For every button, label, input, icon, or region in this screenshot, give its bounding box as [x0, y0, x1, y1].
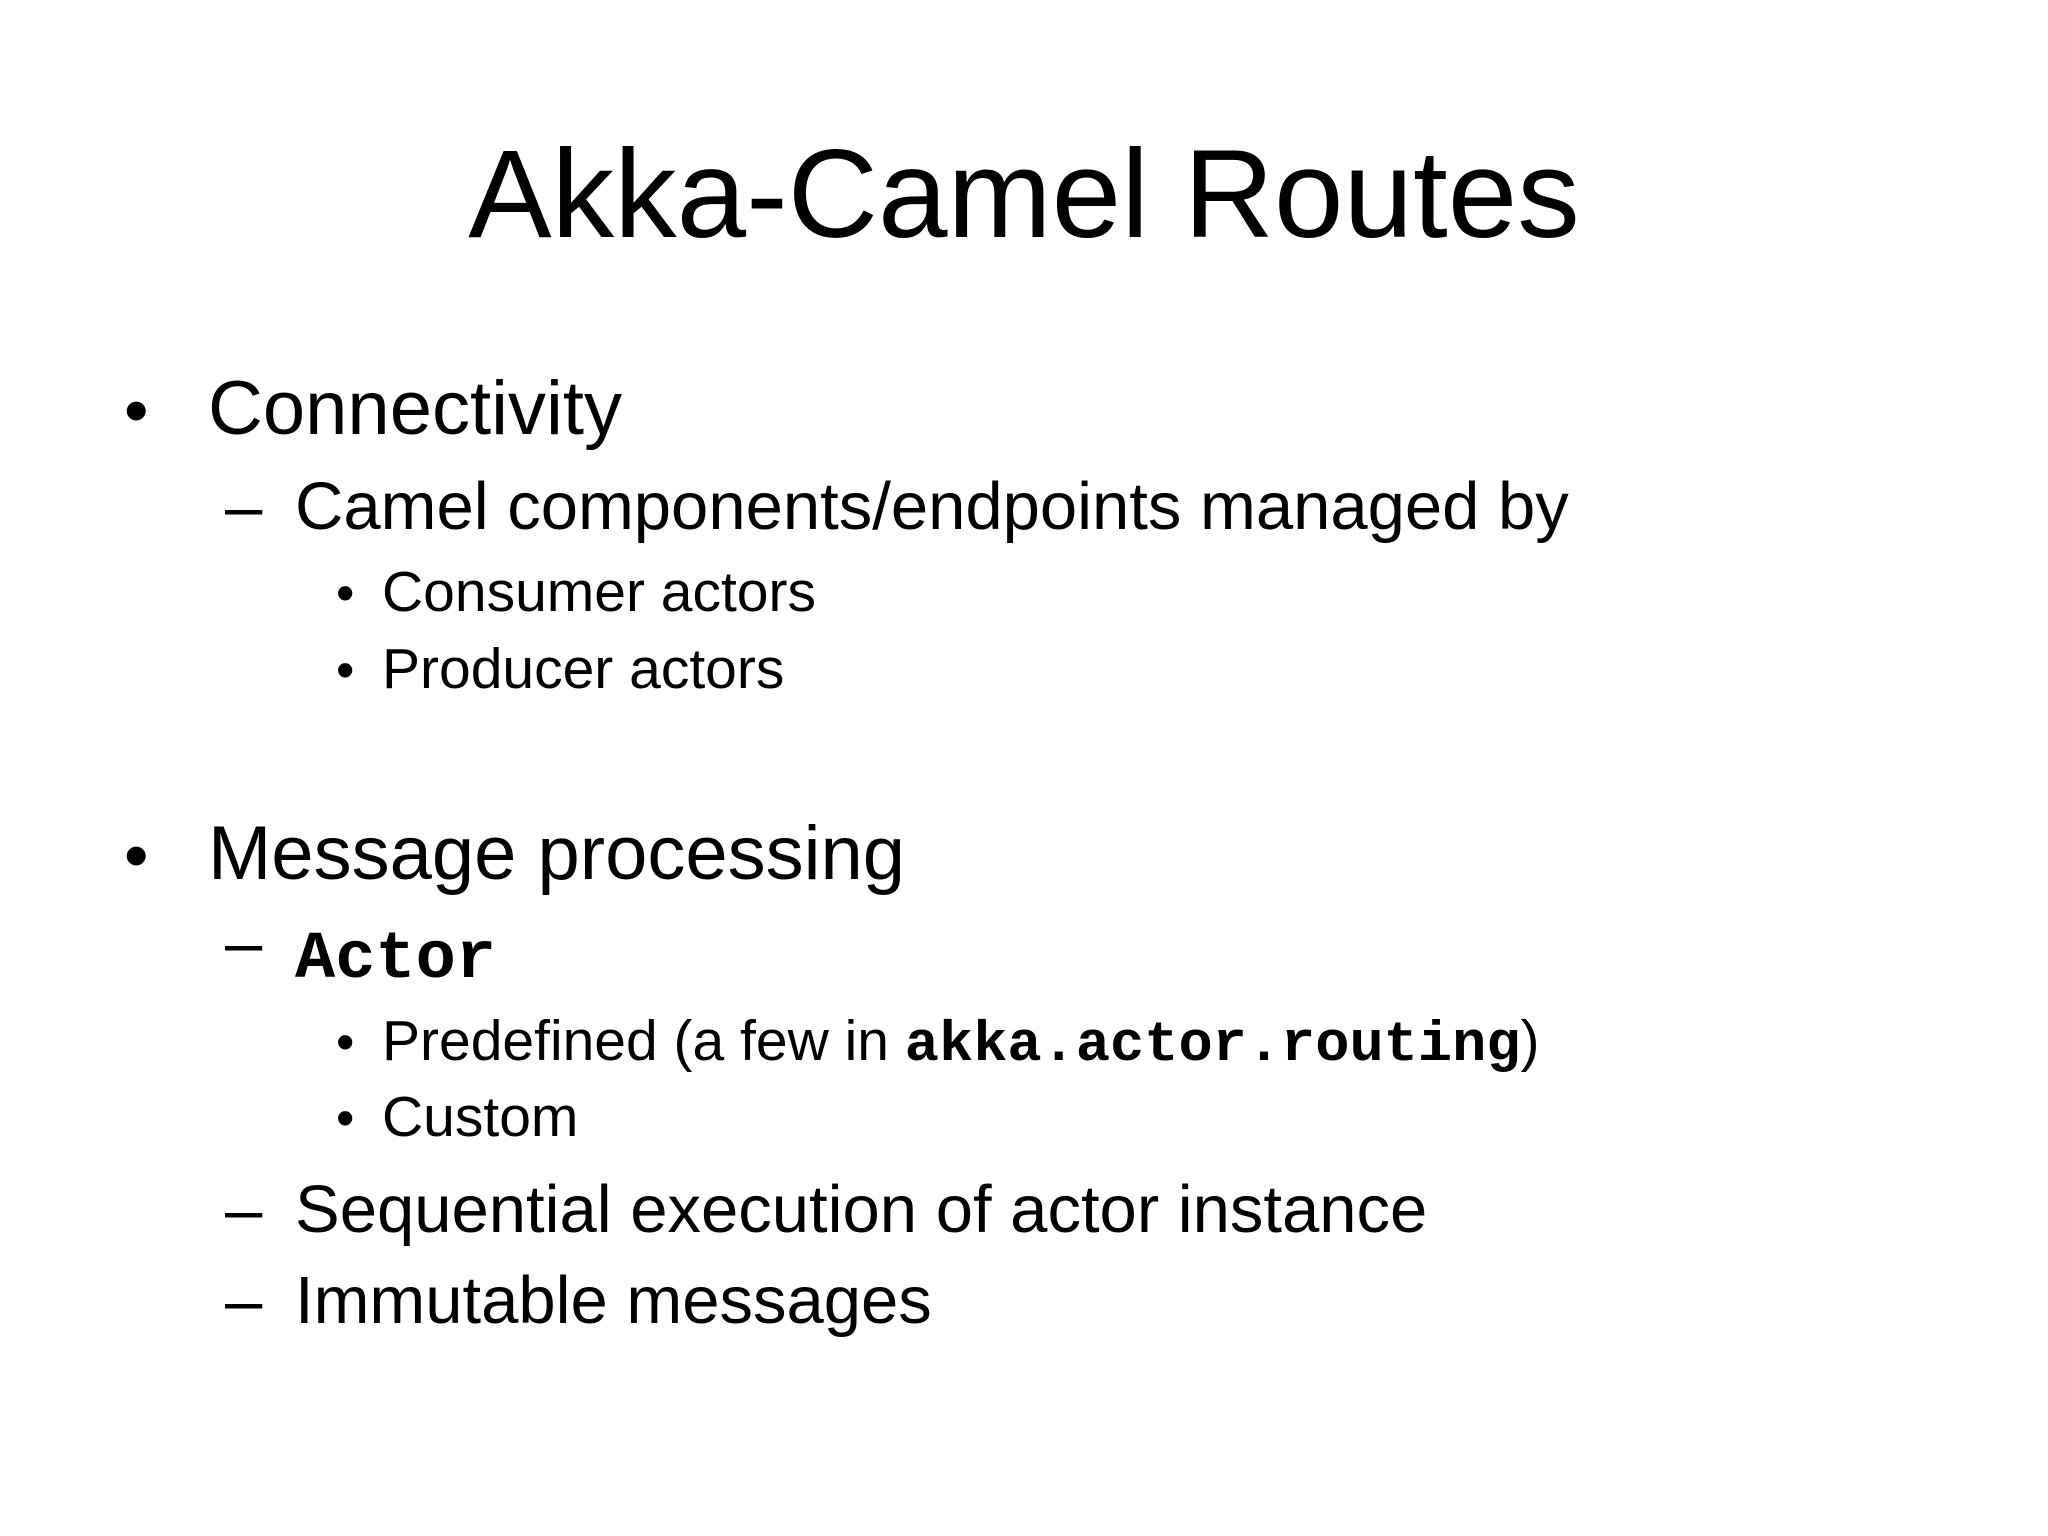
bullet-item-connectivity: • Connectivity [124, 371, 622, 447]
predefined-code-text: akka.actor.routing [904, 1014, 1521, 1078]
bullet-item-immutable: – Immutable messages [225, 1267, 932, 1334]
bullet-label-sequential: Sequential execution of actor instance [295, 1172, 1428, 1247]
bullet-label-custom: Custom [382, 1085, 579, 1149]
bullet-label-actor: Actor [295, 922, 497, 998]
dash-bullet-icon: – [225, 905, 263, 980]
bullet-item-consumer-actors: • Consumer actors [336, 564, 816, 621]
bullet-label-connectivity: Connectivity [208, 366, 622, 451]
bullet-item-producer-actors: • Producer actors [336, 641, 784, 698]
bullet-label-camel-managed: Camel components/endpoints managed by [295, 469, 1569, 544]
bullet-item-sequential: – Sequential execution of actor instance [225, 1176, 1427, 1243]
bullet-item-actor: – Actor [225, 909, 497, 998]
bullet-dot-icon: • [336, 642, 355, 700]
bullet-label-producer-actors: Producer actors [382, 637, 785, 701]
predefined-suffix-text: ) [1520, 1009, 1540, 1073]
bullet-item-message-processing: • Message processing [124, 816, 905, 892]
bullet-dot-icon: • [124, 816, 149, 894]
bullet-label-message-processing: Message processing [208, 811, 906, 896]
bullet-dot-icon: • [336, 1014, 355, 1072]
dash-bullet-icon: – [225, 1263, 263, 1338]
bullet-label-predefined: Predefined (a few in akka.actor.routing) [382, 1013, 1539, 1075]
bullet-item-predefined: • Predefined (a few in akka.actor.routin… [336, 1013, 1539, 1075]
bullet-item-camel-managed: – Camel components/endpoints managed by [225, 473, 1569, 540]
slide-title: Akka-Camel Routes [468, 125, 1580, 264]
bullet-dot-icon: • [124, 371, 149, 449]
dash-bullet-icon: – [225, 469, 263, 544]
predefined-prefix-text: Predefined (a few in [382, 1009, 905, 1073]
bullet-item-custom: • Custom [336, 1089, 578, 1146]
bullet-label-consumer-actors: Consumer actors [382, 560, 816, 624]
bullet-label-immutable: Immutable messages [295, 1263, 932, 1338]
bullet-dot-icon: • [336, 565, 355, 623]
bullet-dot-icon: • [336, 1090, 355, 1148]
dash-bullet-icon: – [225, 1172, 263, 1247]
